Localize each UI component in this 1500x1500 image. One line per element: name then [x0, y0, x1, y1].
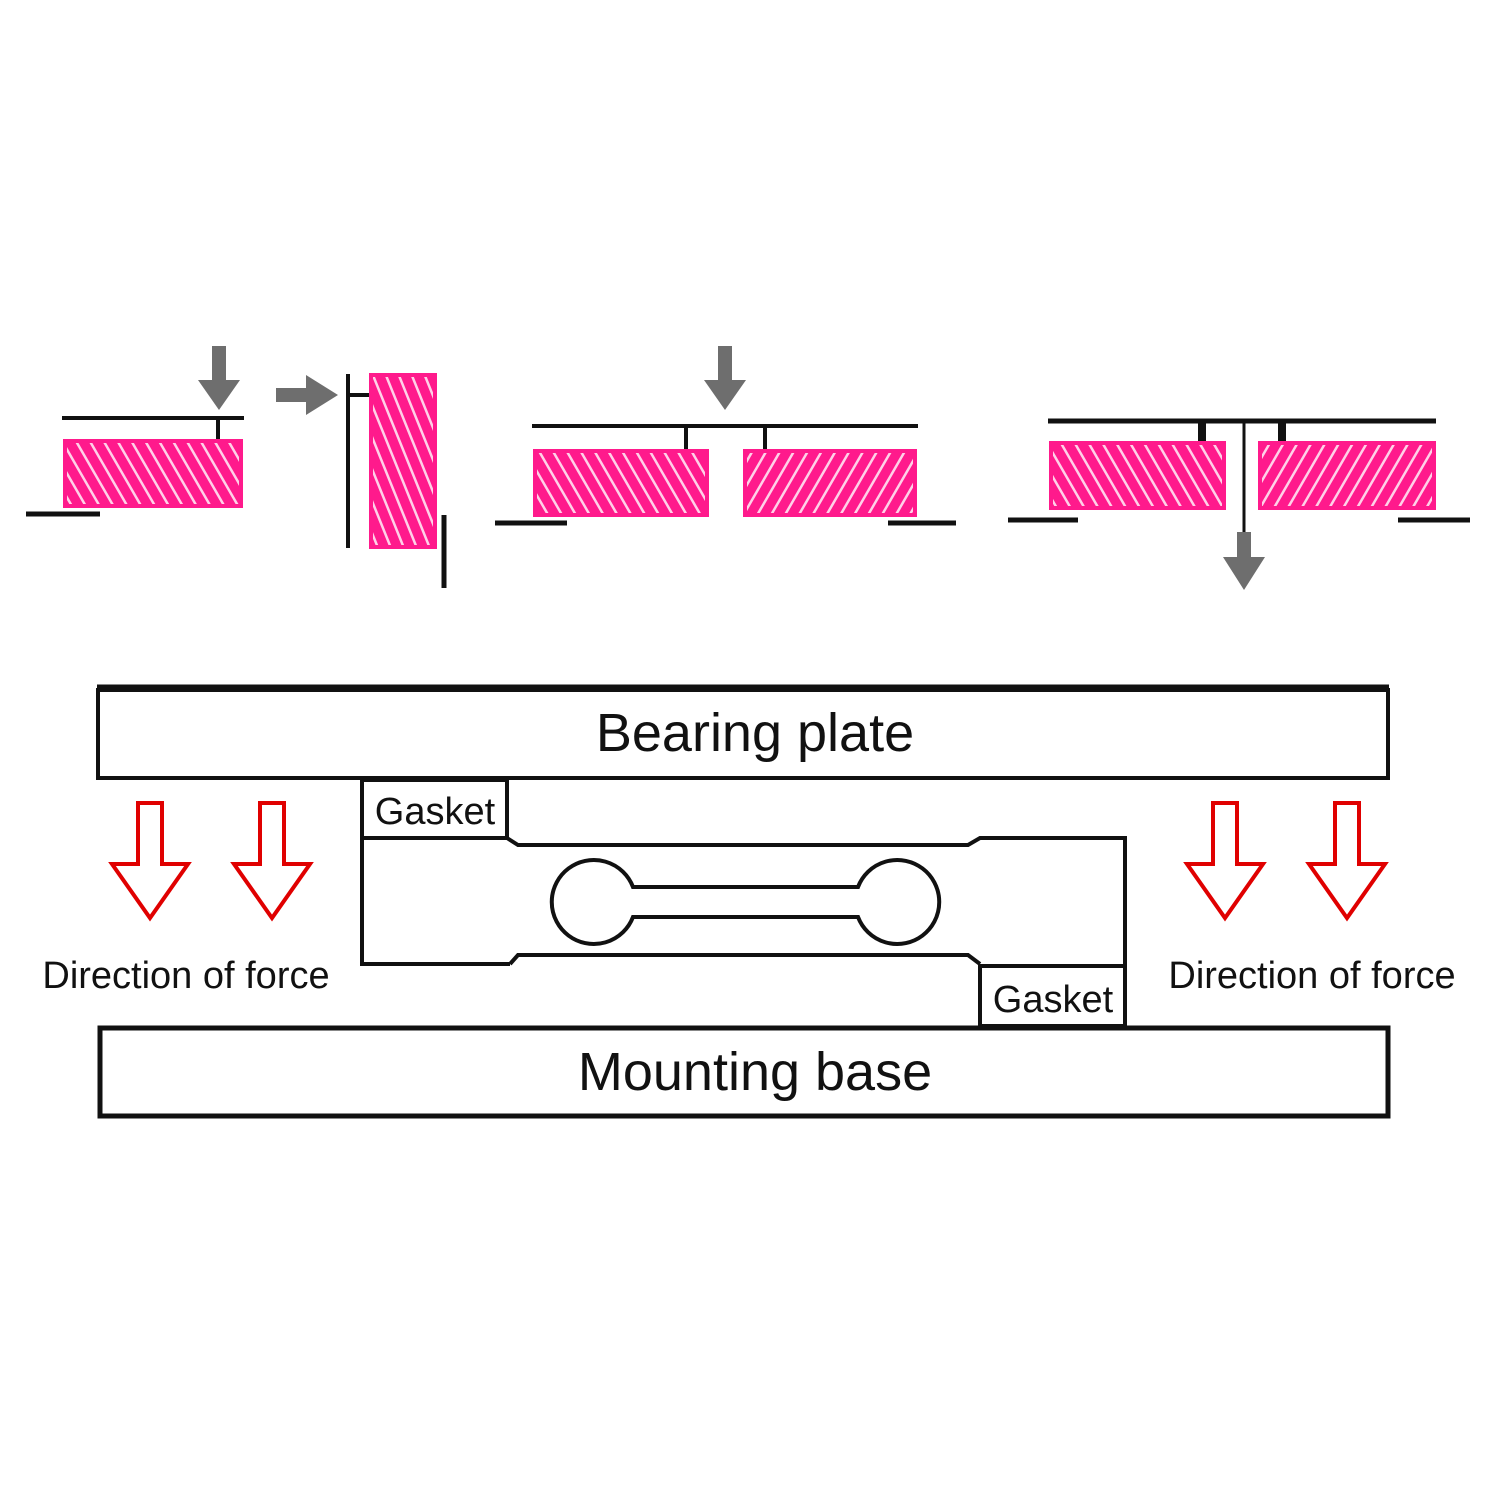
config-side-cell: [276, 373, 447, 588]
gasket-top: Gasket: [360, 778, 509, 840]
hollow-down-arrow-icon: [1305, 801, 1389, 922]
force-arrows-right: [1183, 801, 1389, 922]
config-dual-cell-hanging: [1008, 418, 1470, 590]
config-dual-cell-top: [495, 346, 956, 526]
direction-of-force-right-label: Direction of force: [1168, 955, 1455, 997]
arrow-icon: [704, 346, 746, 410]
direction-of-force-left-label: Direction of force: [42, 955, 329, 997]
arrow-icon: [276, 375, 338, 415]
load-cell: [63, 439, 243, 508]
load-post: [1278, 421, 1286, 451]
force-arrows-left: [108, 801, 314, 922]
mounting-base-label: Mounting base: [578, 1042, 932, 1102]
load-cell: [533, 449, 709, 517]
hollow-down-arrow-icon: [108, 801, 192, 922]
bearing-plate-label: Bearing plate: [596, 703, 914, 763]
config-single-cell: [26, 346, 244, 517]
mounting-base: Mounting base: [97, 1025, 1391, 1119]
hollow-down-arrow-icon: [1183, 801, 1267, 922]
arrow-icon: [1223, 532, 1265, 590]
load-cell: [743, 449, 917, 517]
arrow-icon: [198, 346, 240, 410]
gasket-bottom-label: Gasket: [993, 979, 1114, 1021]
load-cell: [1258, 441, 1436, 510]
hollow-down-arrow-icon: [230, 801, 314, 922]
load-cell: [1049, 441, 1226, 510]
load-cell: [369, 373, 437, 549]
load-post: [1198, 421, 1206, 451]
bearing-plate: Bearing plate: [96, 684, 1390, 780]
gasket-top-label: Gasket: [375, 791, 496, 833]
gasket-bottom: Gasket: [978, 964, 1127, 1028]
